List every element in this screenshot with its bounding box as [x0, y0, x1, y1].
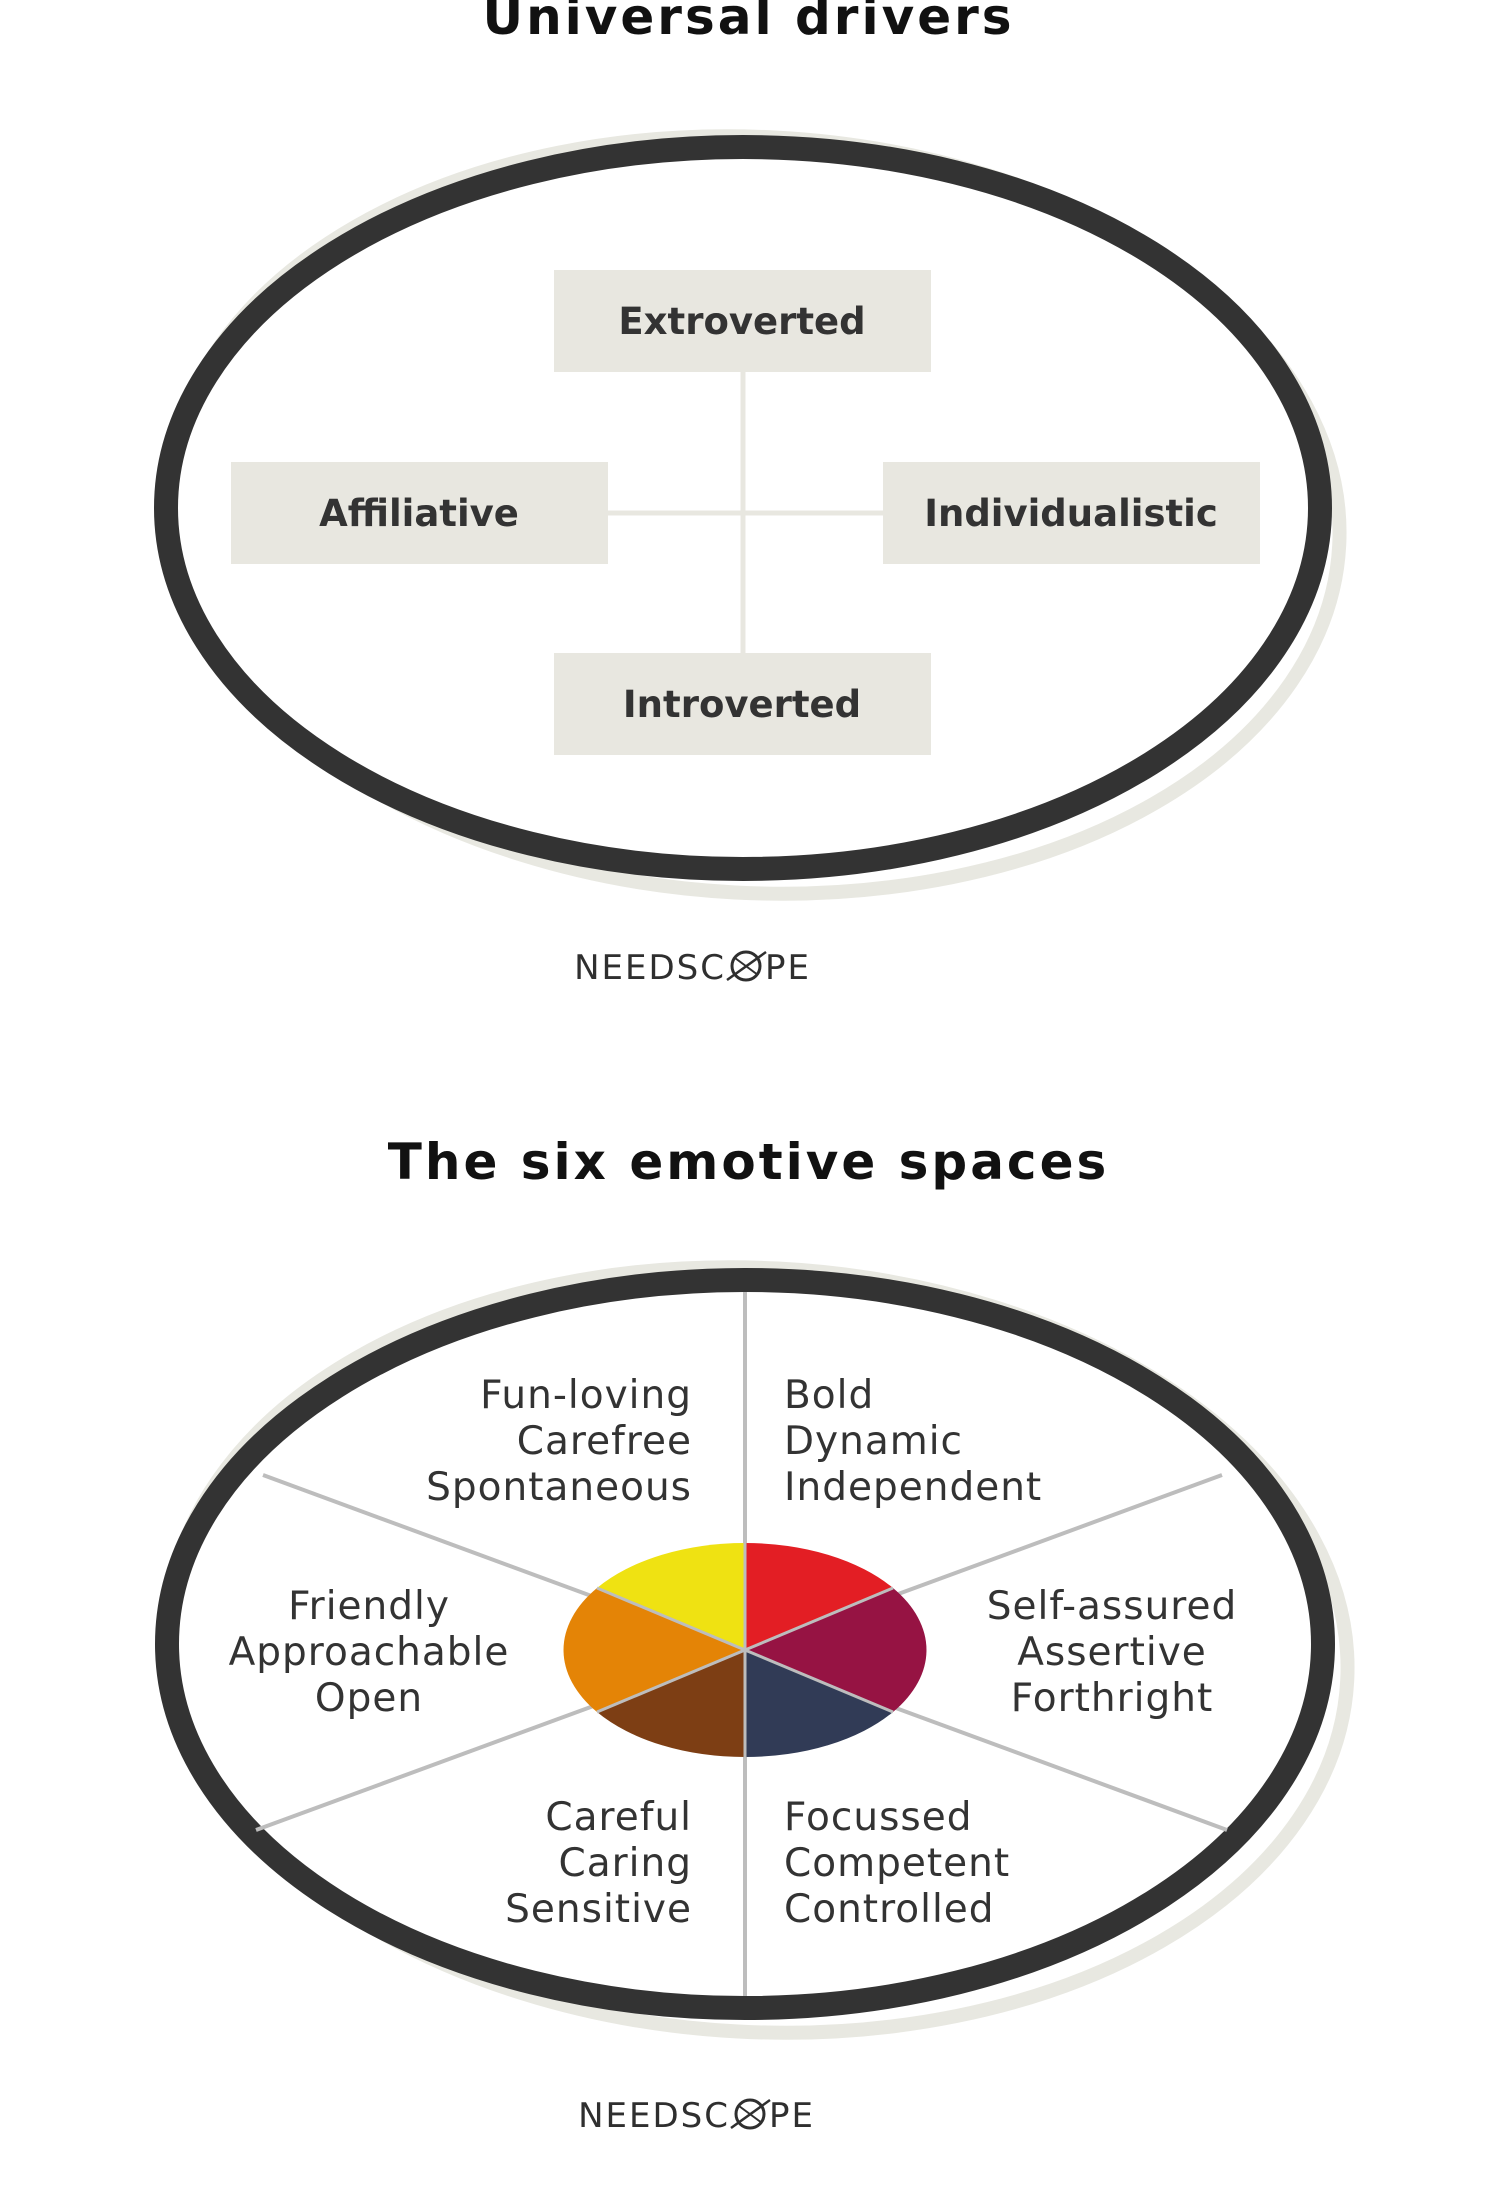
brand-text-suffix: PE — [769, 2096, 815, 2136]
trait-label: Focussed — [784, 1795, 972, 1840]
segment-navy — [745, 1650, 893, 1758]
box-label-extroverted: Extroverted — [618, 300, 865, 343]
six-emotive-spaces-diagram: Fun-loving Carefree Spontaneous Bold Dyn… — [155, 1260, 1355, 2136]
box-label-individualistic: Individualistic — [924, 492, 1218, 535]
brand-text-prefix: NEEDSC — [578, 2096, 730, 2136]
box-individualistic: Individualistic — [883, 462, 1260, 564]
needscope-logo: NEEDSC PE — [578, 2096, 815, 2136]
brand-o-icon — [730, 2098, 771, 2130]
segment-brown — [597, 1650, 745, 1758]
needscope-logo: NEEDSC PE — [574, 948, 811, 988]
label-group-left: Friendly Approachable Open — [229, 1584, 510, 1721]
trait-label: Fun-loving — [480, 1373, 692, 1418]
trait-label: Bold — [784, 1373, 874, 1418]
trait-label: Forthright — [1011, 1676, 1214, 1721]
trait-label: Spontaneous — [426, 1465, 692, 1510]
trait-label: Dynamic — [784, 1419, 963, 1464]
segment-yellow — [597, 1542, 745, 1650]
trait-label: Independent — [784, 1465, 1042, 1510]
box-extroverted: Extroverted — [554, 270, 931, 372]
label-group-right: Self-assured Assertive Forthright — [987, 1584, 1237, 1721]
trait-label: Friendly — [288, 1584, 450, 1629]
trait-label: Carefree — [517, 1419, 692, 1464]
box-label-introverted: Introverted — [623, 683, 861, 726]
label-group-top-left: Fun-loving Carefree Spontaneous — [426, 1373, 692, 1510]
trait-label: Assertive — [1017, 1630, 1207, 1675]
universal-drivers-diagram: Extroverted Affiliative Individualistic … — [154, 129, 1347, 988]
brand-o-icon — [726, 950, 767, 982]
trait-label: Approachable — [229, 1630, 510, 1675]
trait-label: Open — [315, 1676, 423, 1721]
box-affiliative: Affiliative — [231, 462, 608, 564]
label-group-bottom-left: Careful Caring Sensitive — [505, 1795, 692, 1932]
label-group-top-right: Bold Dynamic Independent — [784, 1373, 1042, 1510]
box-label-affiliative: Affiliative — [319, 492, 519, 535]
trait-label: Competent — [784, 1841, 1010, 1886]
trait-label: Controlled — [784, 1887, 995, 1932]
brand-text-prefix: NEEDSC — [574, 948, 726, 988]
trait-label: Sensitive — [505, 1887, 692, 1932]
segment-red — [745, 1542, 893, 1650]
segment-orange — [563, 1588, 745, 1712]
segment-magenta — [745, 1588, 927, 1712]
trait-label: Self-assured — [987, 1584, 1237, 1629]
trait-label: Caring — [559, 1841, 692, 1886]
label-group-bottom-right: Focussed Competent Controlled — [784, 1795, 1010, 1932]
trait-label: Careful — [545, 1795, 692, 1840]
brand-text-suffix: PE — [765, 948, 811, 988]
universal-drivers-title: Universal drivers — [482, 0, 1015, 46]
six-emotive-spaces-title: The six emotive spaces — [387, 1133, 1110, 1191]
emotive-color-wheel — [563, 1542, 927, 1758]
box-introverted: Introverted — [554, 653, 931, 755]
